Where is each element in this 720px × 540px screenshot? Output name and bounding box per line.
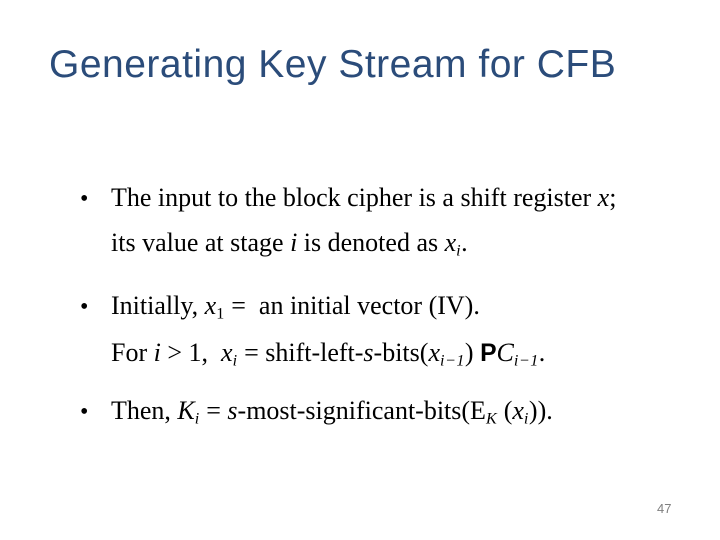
bullet-icon: • (80, 186, 89, 212)
bullet-line-1: • The input to the block cipher is a shif… (54, 147, 616, 250)
page-number: 47 (657, 501, 672, 516)
math-text: Initially, x1 = an initial vector (IV). (111, 291, 480, 323)
math-text: Then, Ki = s-most-significant-bits(EK (x… (111, 396, 553, 428)
slide-title: Generating Key Stream for CFB (49, 43, 617, 86)
math-text: For i > 1, xi = shift-left-s-bits(xi−1) … (111, 338, 546, 370)
continuation-line-1: its value at stage i is denoted as xi. (85, 192, 468, 303)
continuation-line-2: For i > 1, xi = shift-left-s-bits(xi−1) … (85, 302, 545, 413)
bullet-line-3: • Then, Ki = s-most-significant-bits(EK (… (54, 360, 553, 471)
bullet-icon: • (80, 399, 89, 425)
math-text: The input to the block cipher is a shift… (111, 183, 617, 212)
bullet-icon: • (80, 294, 89, 320)
math-text: its value at stage i is denoted as xi. (111, 228, 468, 260)
bullet-line-2: • Initially, x1 = an initial vector (IV). (54, 255, 480, 366)
